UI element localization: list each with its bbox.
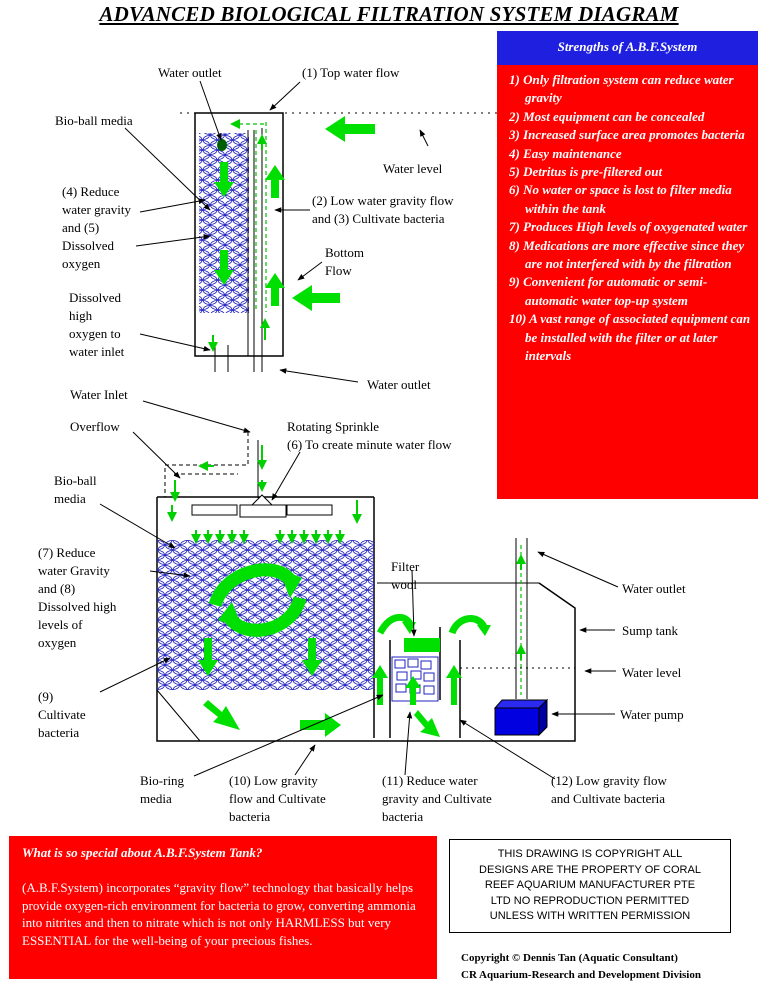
page-title: ADVANCED BIOLOGICAL FILTRATION SYSTEM DI… (99, 2, 679, 26)
label-dissolved-high-oxygen: Dissolved high oxygen to water inlet (69, 290, 125, 359)
label-reduce-water-gravity-4: (4) Reduce water gravity and (5) Dissolv… (62, 184, 131, 271)
special-panel: What is so special about A.B.F.System Ta… (9, 836, 437, 979)
author-credit: Copyright © Dennis Tan (Aquatic Consulta… (461, 952, 701, 981)
label-top-water-flow: (1) Top water flow (302, 65, 400, 80)
label-water-level-sump: Water level (622, 665, 682, 680)
label-bio-ring-media: Bio-ring media (140, 773, 185, 806)
label-reduce-water-gravity-11: (11) Reduce water gravity and Cultivate … (382, 773, 492, 824)
label-overflow: Overflow (70, 419, 120, 434)
strengths-heading: Strengths of A.B.F.System (497, 31, 758, 65)
label-water-pump: Water pump (620, 707, 684, 722)
label-cultivate-bacteria-9: (9) Cultivate bacteria (38, 689, 86, 740)
label-low-gravity-flow-10: (10) Low gravity flow and Cultivate bact… (229, 773, 326, 824)
strength-item: 4) Easy maintenance (509, 145, 622, 161)
special-title: What is so special about A.B.F.System Ta… (22, 845, 263, 860)
top-filter-unit (180, 112, 520, 372)
strength-item: 5) Detritus is pre-filtered out (509, 164, 663, 180)
strength-item: 3) Increased surface area promotes bacte… (509, 127, 745, 143)
copyright-notice: THIS DRAWING IS COPYRIGHT ALL DESIGNS AR… (449, 839, 731, 933)
label-water-inlet: Water Inlet (70, 387, 128, 402)
special-body: (A.B.F.System) incorporates “gravity flo… (22, 880, 416, 948)
label-sump-tank: Sump tank (622, 623, 678, 638)
label-low-water-gravity-flow-2: (2) Low water gravity flow and (3) Culti… (312, 193, 454, 226)
label-bio-ball-media-top: Bio-ball media (55, 113, 133, 128)
strength-item: 7) Produces High levels of oxygenated wa… (509, 219, 748, 235)
strength-item: 10) A vast range of associated equipment… (509, 311, 751, 364)
label-filter-wool: Filter wool (391, 559, 420, 592)
label-bio-ball-media-bottom: Bio-ball media (54, 473, 97, 506)
strength-item: 1) Only filtration system can reduce wat… (509, 72, 734, 106)
label-water-outlet-top: Water outlet (158, 65, 222, 80)
leader-lines (99, 80, 619, 780)
label-bottom-flow: Bottom Flow (325, 245, 365, 278)
label-water-outlet-sump: Water outlet (622, 581, 686, 596)
strength-item: 8) Medications are more effective since … (509, 237, 745, 272)
label-reduce-water-gravity-7: (7) Reduce water Gravity and (8) Dissolv… (38, 545, 117, 650)
strengths-panel: Strengths of A.B.F.System 1) Only filtra… (497, 31, 758, 499)
strength-item: 2) Most equipment can be concealed (509, 108, 705, 124)
main-tank (156, 432, 576, 742)
label-low-gravity-flow-12: (12) Low gravity flow and Cultivate bact… (551, 773, 667, 806)
label-water-outlet-mid: Water outlet (367, 377, 431, 392)
strengths-list: 1) Only filtration system can reduce wat… (497, 71, 758, 366)
strength-item: 9) Convenient for automatic or semi-auto… (509, 274, 708, 308)
label-rotating-sprinkle: Rotating Sprinkle (6) To create minute w… (287, 419, 452, 452)
label-water-level-top: Water level (383, 161, 443, 176)
strength-item: 6) No water or space is lost to filter m… (509, 182, 732, 216)
